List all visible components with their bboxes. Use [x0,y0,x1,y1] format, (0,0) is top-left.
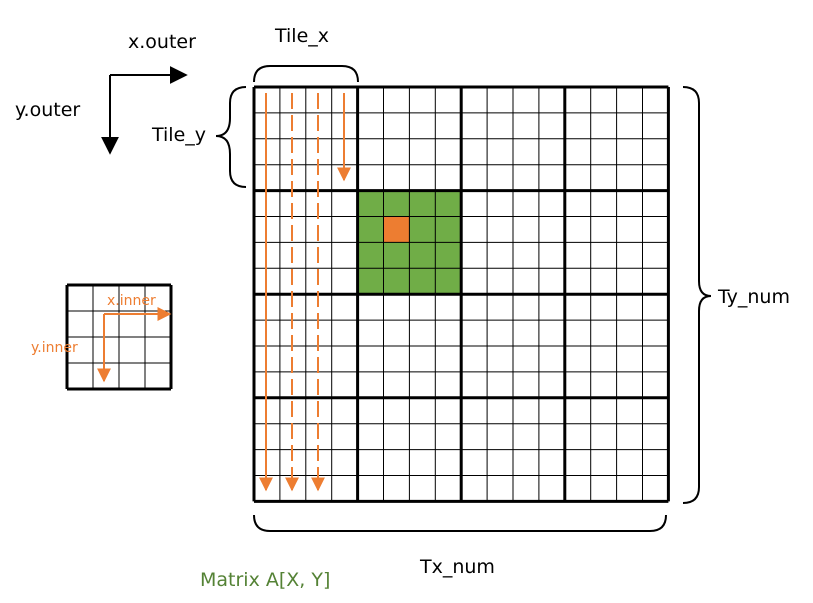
tile-x-label: Tile_x [274,25,329,47]
tile-y-label: Tile_y [151,124,206,146]
tx-num-brace [253,514,667,532]
tile-x-brace [253,65,359,83]
tx-num-label: Tx_num [419,556,495,578]
outer-axes: x.outer y.outer [15,31,196,155]
ty-num-brace [682,86,712,504]
tile-brackets [215,65,712,532]
traversal-arrows [259,93,351,492]
y-inner-label: y.inner [31,340,78,356]
x-inner-label: x.inner [107,293,156,309]
ty-num-label: Ty_num [717,286,790,308]
matrix-grid [252,85,670,503]
inner-tile-grid [65,283,173,391]
matrix-label: Matrix A[X, Y] [200,569,330,591]
y-outer-label: y.outer [15,99,80,121]
x-outer-label: x.outer [128,31,196,53]
tile-y-brace [215,86,247,188]
highlight-cell [383,216,410,243]
inner-axes: x.inner y.inner [31,293,172,383]
